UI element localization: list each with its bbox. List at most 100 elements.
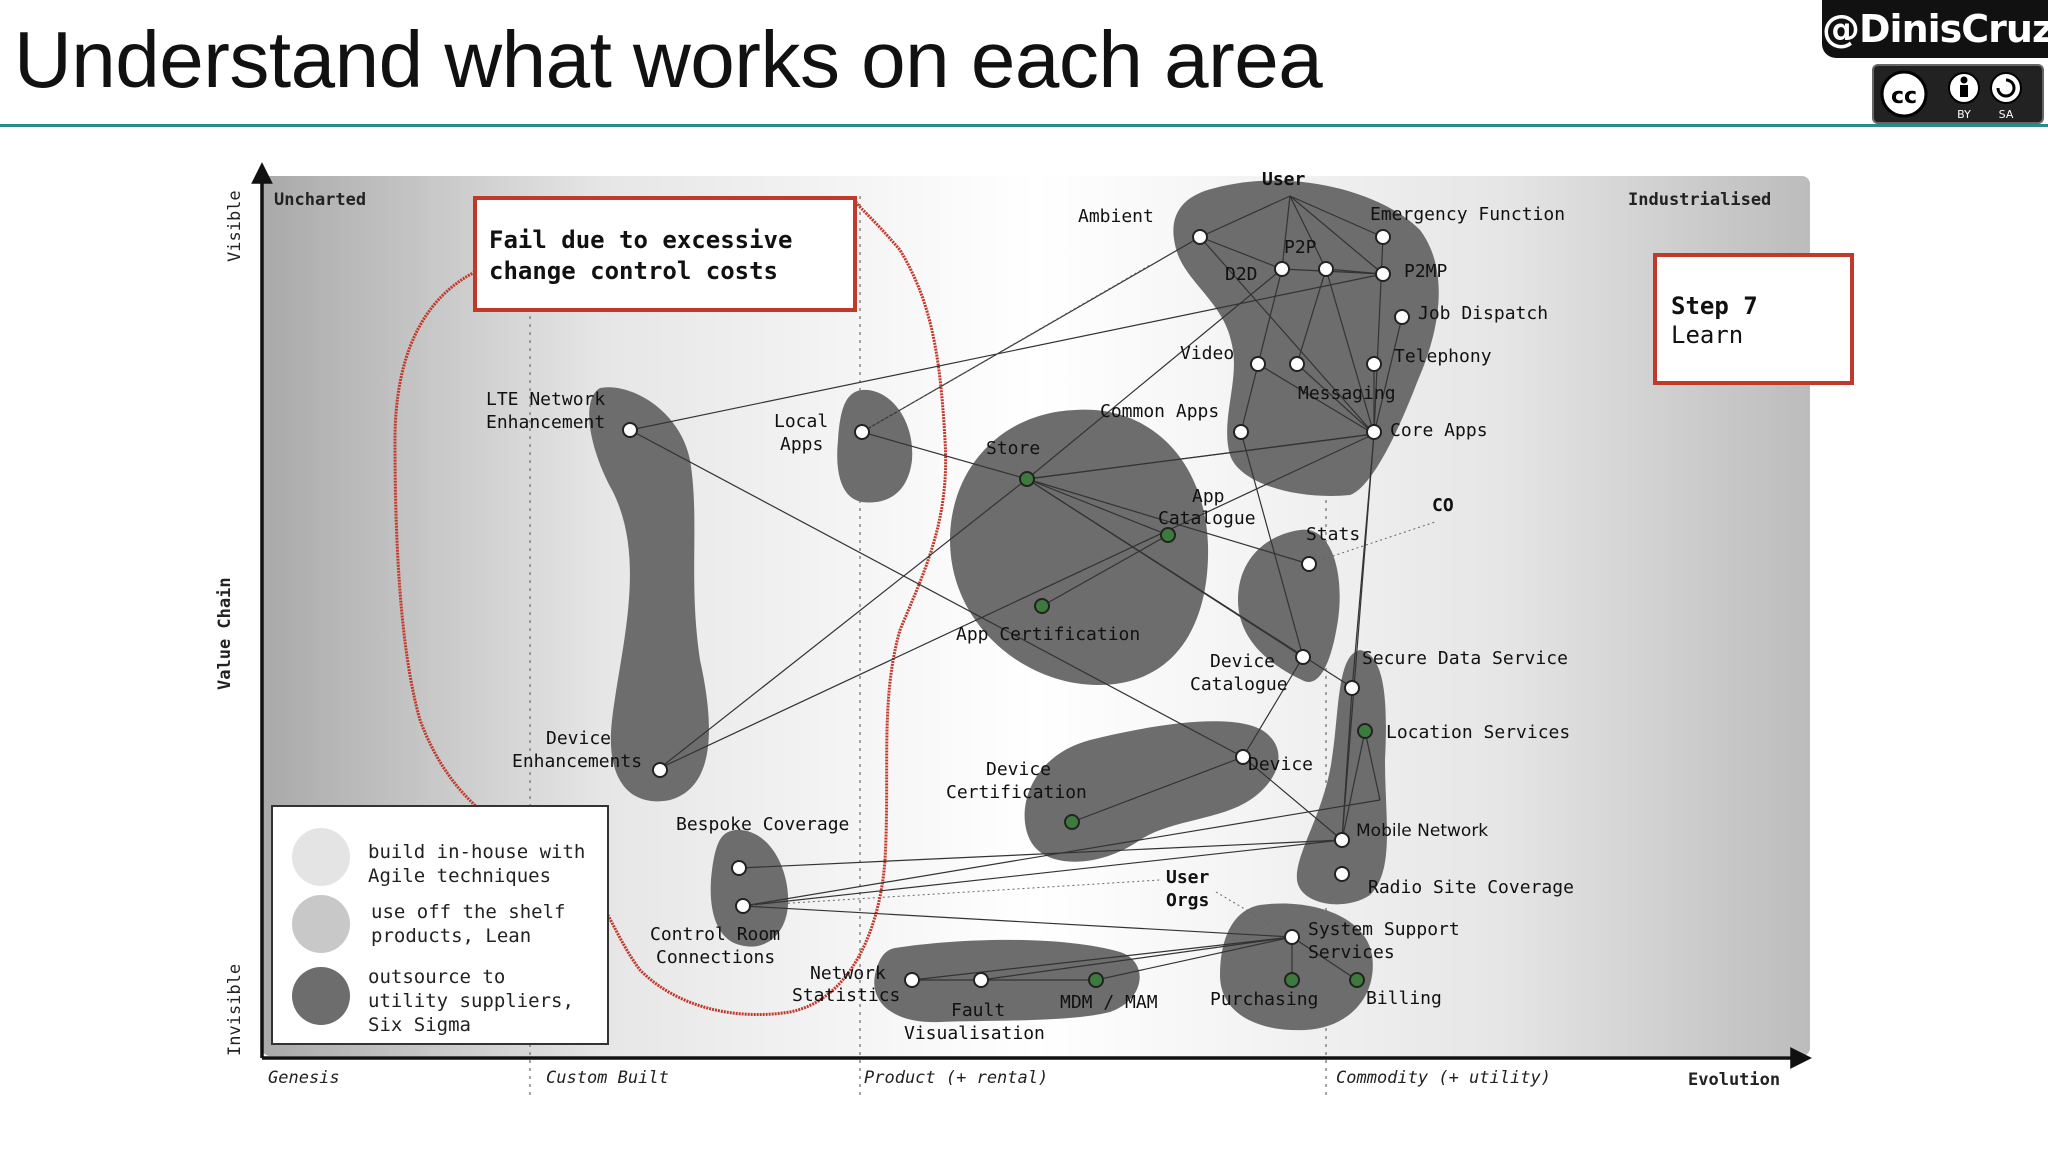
node-system-support [1284, 929, 1300, 945]
y-axis-visible: Visible [225, 190, 245, 262]
svg-text:Video: Video [1180, 343, 1234, 364]
svg-text:P2MP: P2MP [1404, 261, 1448, 282]
svg-text:Catalogue: Catalogue [1190, 674, 1288, 695]
svg-text:MDM / MAM: MDM / MAM [1060, 992, 1158, 1013]
svg-text:User: User [1262, 169, 1306, 190]
svg-text:Core Apps: Core Apps [1390, 420, 1488, 441]
step-box [1653, 253, 1854, 385]
svg-text:Statistics: Statistics [792, 985, 900, 1006]
node-bespoke [731, 860, 747, 876]
node-stats [1301, 556, 1317, 572]
node-messaging [1289, 356, 1305, 372]
user-orgs-line2: Orgs [1166, 890, 1209, 911]
node-p2p [1318, 261, 1334, 277]
cc-icon: cc BY SA [1880, 70, 2022, 121]
component-links [629, 195, 1403, 981]
svg-text:Bespoke Coverage: Bespoke Coverage [676, 814, 849, 835]
title-divider [0, 124, 2048, 127]
blob-store [950, 409, 1209, 685]
svg-text:Connections: Connections [656, 947, 775, 968]
svg-text:Visualisation: Visualisation [904, 1023, 1045, 1044]
node-store [1019, 471, 1035, 487]
node-control-room [735, 898, 751, 914]
node-mdm [1088, 972, 1104, 988]
svg-text:Ambient: Ambient [1078, 206, 1154, 227]
svg-text:Job Dispatch: Job Dispatch [1418, 303, 1548, 324]
blob-lte [589, 387, 709, 802]
legend-swatch-six-sigma [292, 967, 350, 1025]
svg-text:Secure Data Service: Secure Data Service [1362, 648, 1568, 669]
svg-text:Enhancements: Enhancements [512, 751, 642, 772]
axis-labels: Visible Value Chain Invisible Genesis Cu… [215, 190, 1780, 1090]
node-network-stats [904, 972, 920, 988]
x-stage-commodity: Commodity (+ utility) [1336, 1068, 1551, 1088]
change-control-outline [393, 199, 948, 1017]
node-purchasing [1284, 972, 1300, 988]
svg-text:use off the shelf: use off the shelf [371, 901, 565, 923]
svg-text:Store: Store [986, 438, 1040, 459]
node-device-enhancements [652, 762, 668, 778]
license-sa: SA [1999, 108, 2014, 121]
node-d2d [1274, 261, 1290, 277]
svg-text:LTE Network: LTE Network [486, 389, 605, 410]
svg-text:Mobile Network: Mobile Network [1356, 821, 1488, 841]
svg-text:Local: Local [774, 411, 828, 432]
svg-text:outsource to: outsource to [368, 966, 505, 988]
component-groupings [589, 180, 1439, 1031]
svg-text:Control Room: Control Room [650, 924, 780, 945]
node-location [1357, 723, 1373, 739]
svg-text:Messaging: Messaging [1298, 383, 1396, 404]
co-label: CO [1432, 495, 1454, 516]
svg-text:Catalogue: Catalogue [1158, 508, 1256, 529]
svg-text:Services: Services [1308, 942, 1395, 963]
svg-text:P2P: P2P [1284, 237, 1317, 258]
blob-local-apps [837, 389, 913, 503]
step-name: Learn [1671, 321, 1743, 349]
node-app-certification [1034, 598, 1050, 614]
x-stage-genesis: Genesis [268, 1068, 340, 1088]
node-p2mp [1375, 266, 1391, 282]
svg-text:Network: Network [810, 963, 886, 984]
node-app-catalogue [1160, 527, 1176, 543]
svg-text:Device: Device [1210, 651, 1275, 672]
svg-text:utility suppliers,: utility suppliers, [368, 990, 574, 1012]
author-handle: @DinisCruz [1822, 0, 2048, 58]
svg-text:Stats: Stats [1306, 524, 1360, 545]
callout-line2: change control costs [489, 257, 778, 285]
node-emergency [1375, 229, 1391, 245]
svg-text:Radio Site Coverage: Radio Site Coverage [1368, 877, 1574, 898]
axes [251, 162, 1812, 1069]
node-ambient [1192, 229, 1208, 245]
svg-text:Purchasing: Purchasing [1210, 989, 1318, 1010]
y-axis-invisible: Invisible [225, 964, 245, 1056]
corner-uncharted: Uncharted [274, 190, 366, 210]
blob-bespoke [710, 829, 789, 947]
node-device [1235, 749, 1251, 765]
x-axis-evolution: Evolution [1688, 1070, 1780, 1090]
callout-line1: Fail due to excessive [489, 226, 792, 254]
license-by: BY [1957, 108, 1971, 121]
node-radio-site [1334, 866, 1350, 882]
svg-text:Location Services: Location Services [1386, 722, 1570, 743]
step-number: Step 7 [1671, 292, 1758, 320]
node-common-apps [1233, 424, 1249, 440]
legend: build in-house with Agile techniques use… [271, 805, 609, 1045]
svg-text:Certification: Certification [946, 782, 1087, 803]
user-orgs-line1: User [1166, 867, 1210, 888]
svg-text:Telephony: Telephony [1394, 346, 1492, 367]
svg-text:Fault: Fault [951, 1000, 1005, 1021]
svg-text:App Certification: App Certification [956, 624, 1140, 645]
svg-text:cc: cc [1891, 84, 1917, 109]
x-stage-product: Product (+ rental) [864, 1068, 1048, 1088]
component-labels: User Ambient Emergency Function P2P D2D … [486, 169, 1574, 1044]
blob-network-stats [874, 939, 1140, 1023]
svg-text:build in-house with: build in-house with [368, 841, 585, 863]
corner-industrialised: Industrialised [1628, 190, 1771, 210]
callout-box [473, 196, 857, 312]
svg-text:D2D: D2D [1225, 264, 1258, 285]
node-local-apps [854, 424, 870, 440]
dashed-hints [742, 264, 1436, 938]
slide-title: Understand what works on each area [14, 15, 1323, 104]
svg-text:Billing: Billing [1366, 988, 1442, 1009]
node-core-apps [1366, 424, 1382, 440]
